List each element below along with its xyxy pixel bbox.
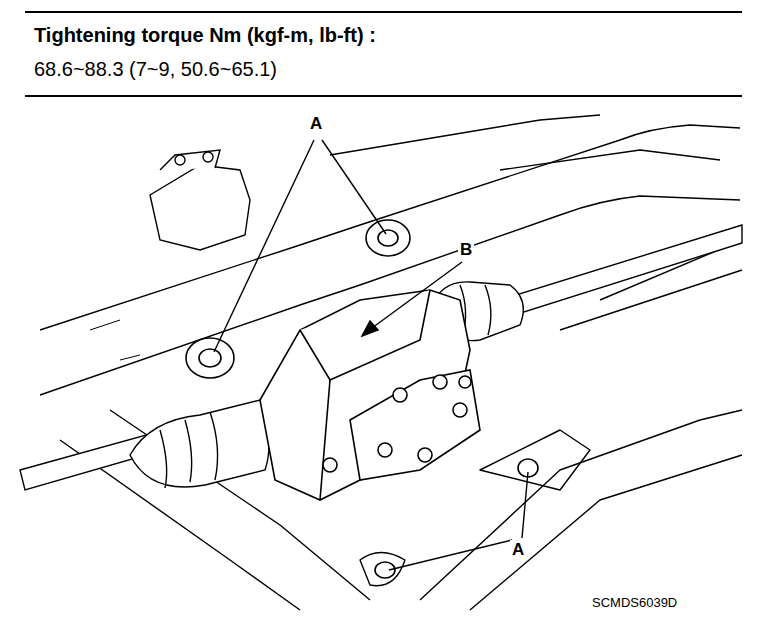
mount-bushings [186, 220, 538, 578]
callout-letter: B [458, 240, 474, 260]
differential-housing [260, 290, 480, 500]
torque-heading: Tightening torque Nm (kgf-m, lb-ft) : [34, 24, 376, 47]
upper-mount [150, 150, 250, 250]
torque-value: 68.6~88.3 (7~9, 50.6~65.1) [34, 58, 277, 81]
leader-lines [214, 140, 528, 570]
callout-letter: A [308, 114, 324, 134]
header-rule [25, 95, 742, 97]
axle-shafts [20, 225, 742, 490]
subframe [40, 115, 742, 610]
callout-letter: A [510, 540, 526, 560]
figure-code: SCMDS6039D [592, 596, 677, 611]
top-rule [25, 11, 742, 13]
